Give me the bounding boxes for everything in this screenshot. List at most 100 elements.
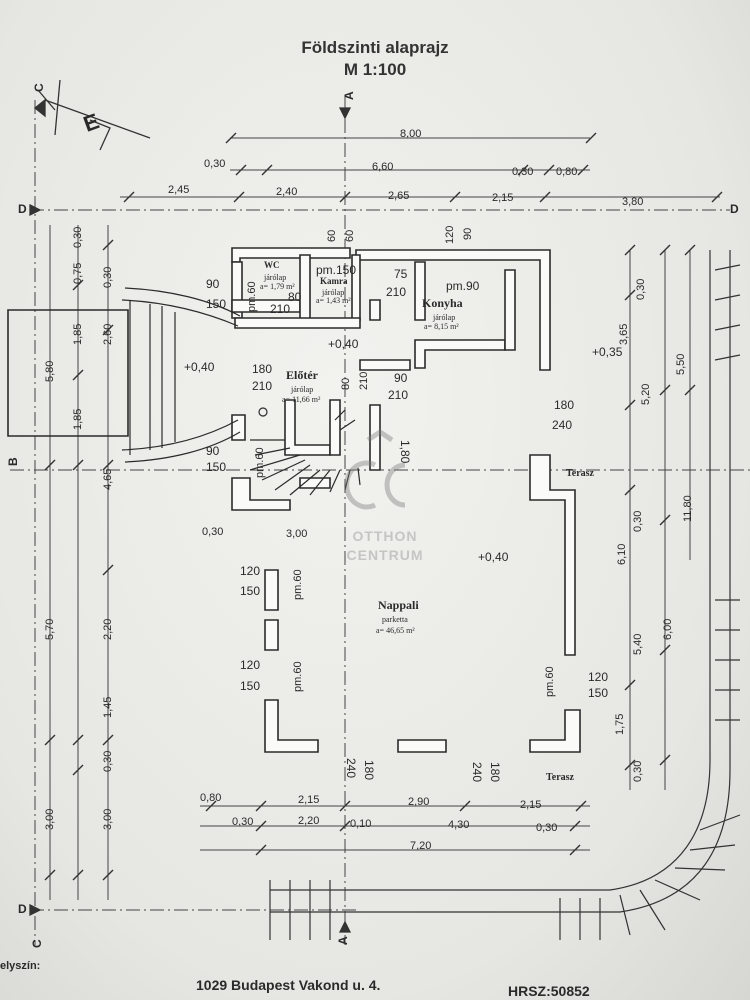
dim-bottom-r2-d: 4,30: [448, 819, 470, 831]
section-mark-a-top: A: [342, 91, 356, 100]
opening-wc-pm: pm.60: [246, 281, 258, 312]
opening-living-120c: 120: [588, 670, 609, 684]
plan-title: Földszinti alaprajz: [301, 38, 449, 57]
section-mark-a-bottom: A: [336, 936, 350, 945]
dim-left-d3: 0,30: [102, 266, 114, 288]
dim-bottom-r2-c: 0,10: [350, 818, 372, 830]
room-eloter-floor: járólap: [291, 385, 314, 394]
opening-eloter-210c: 210: [388, 388, 409, 402]
opening-living-150c: 150: [588, 686, 609, 700]
dim-right-r8: 5,40: [632, 633, 644, 655]
dim-left-d1: 0,30: [72, 226, 84, 248]
section-mark-d-bottom: D: [18, 902, 27, 916]
room-wc-floor: járólap: [264, 273, 287, 282]
dim-top-r2-left: 0,30: [204, 158, 226, 170]
dim-bottom-r1-b: 2,15: [298, 794, 320, 806]
dim-left-d10: 2,20: [102, 618, 114, 640]
terrace-curve: [270, 250, 711, 891]
opening-wc-210: 210: [270, 302, 291, 316]
dim-bottom-r1-c: 2,90: [408, 796, 430, 808]
terrace-top-label: Terasz: [566, 468, 594, 479]
dim-bottom-r1-d: 2,15: [520, 799, 542, 811]
dim-right-r2: 3,65: [618, 323, 630, 345]
dim-left-d12: 0,30: [102, 750, 114, 772]
section-mark-d-left: D: [18, 202, 27, 216]
dim-top-r2-right1: 0,30: [512, 166, 534, 178]
opening-living-pm60b: pm.60: [292, 661, 304, 692]
room-konyha-name: Konyha: [422, 296, 463, 310]
dim-left-d9: 5,70: [44, 618, 56, 640]
entry-stairs: [124, 287, 241, 317]
opening-eloter-210b: 210: [358, 371, 370, 390]
opening-living-150a: 150: [240, 584, 261, 598]
dim-top-r3-d: 2,15: [492, 192, 514, 204]
watermark-line2: CENTRUM: [346, 547, 424, 563]
section-mark-c-top: C: [32, 83, 46, 92]
level-entry: +0,40: [184, 360, 215, 374]
opening-living-120a: 120: [240, 564, 261, 578]
opening-living-180a: 180: [362, 760, 376, 781]
opening-kitchen-75: 75: [394, 267, 408, 281]
dim-left-d7: 1,85: [72, 408, 84, 430]
north-arrow: [44, 99, 151, 139]
room-kamra-sill: pm.150: [316, 263, 357, 277]
opening-top-60b: 60: [344, 229, 356, 242]
dim-top-r3-a: 2,45: [168, 184, 190, 196]
opening-terrace-180: 180: [554, 398, 575, 412]
dim-top-r3-b: 2,40: [276, 186, 298, 198]
dim-left-d8: 4,65: [102, 468, 114, 490]
terrace-bottom-label: Terasz: [546, 772, 574, 783]
level-eloter: +0,40: [328, 337, 359, 351]
room-eloter-name: Előtér: [286, 368, 318, 382]
dim-left-d2: 0,75: [72, 262, 84, 284]
dim-right-r1: 0,30: [635, 278, 647, 300]
opening-living-240b: 240: [470, 762, 484, 783]
wall-living-top: [231, 477, 291, 511]
dim-left-d4: 1,85: [72, 323, 84, 345]
dim-right-r9: 6,00: [662, 618, 674, 640]
dim-bottom-r1-a: 0,80: [200, 792, 222, 804]
room-eloter-area: a= 11,66 m²: [282, 395, 321, 404]
dim-left-d13: 3,00: [44, 808, 56, 830]
dim-right-r5: 11,80: [682, 495, 694, 522]
opening-stair-150: 150: [206, 460, 227, 474]
room-wc-name: WC: [264, 260, 280, 270]
room-kamra-name: Kamra: [320, 276, 348, 286]
room-konyha-floor: járólap: [433, 313, 456, 322]
room-nappali-name: Nappali: [378, 598, 419, 612]
opening-top-90: 90: [462, 227, 474, 240]
opening-wc-height: 150: [206, 297, 227, 311]
opening-living-pm60c: pm.60: [544, 666, 556, 697]
dim-bottom-total: 7,20: [410, 840, 432, 852]
section-mark-c-bottom: C: [30, 939, 44, 948]
level-nappali: +0,40: [478, 550, 509, 564]
opening-terrace-240: 240: [552, 418, 573, 432]
opening-stair-90: 90: [206, 444, 220, 458]
opening-stair-180: 1,80: [398, 440, 412, 464]
opening-living-240a: 240: [344, 758, 358, 779]
dim-left-d14: 3,00: [102, 808, 114, 830]
opening-living-120b: 120: [240, 658, 261, 672]
room-nappali-area: a= 46,65 m²: [376, 626, 415, 635]
watermark-line1: OTTHON: [352, 528, 418, 544]
opening-wc-width: 90: [206, 277, 220, 291]
dim-left-d11: 1,45: [102, 696, 114, 718]
dim-top-total: 8,00: [400, 128, 422, 140]
room-konyha-sill: pm.90: [446, 279, 480, 293]
opening-living-150b: 150: [240, 679, 261, 693]
section-mark-d-right: D: [730, 202, 739, 216]
opening-top-120: 120: [444, 225, 456, 244]
dim-right-r7: 6,10: [616, 543, 628, 565]
dim-bottom-r2-b: 2,20: [298, 815, 320, 827]
watermark-logo: [344, 428, 406, 510]
dim-top-r3-c: 2,65: [388, 190, 410, 202]
dim-top-r3-e: 3,80: [622, 196, 644, 208]
dim-right-r3: 5,20: [640, 383, 652, 405]
opening-living-030: 0,30: [202, 526, 224, 538]
opening-kitchen-210: 210: [386, 285, 407, 299]
dim-left-d5: 2,60: [102, 323, 114, 345]
room-konyha-area: a= 8,15 m²: [424, 322, 459, 331]
dim-right-r6: 0,30: [632, 510, 644, 532]
